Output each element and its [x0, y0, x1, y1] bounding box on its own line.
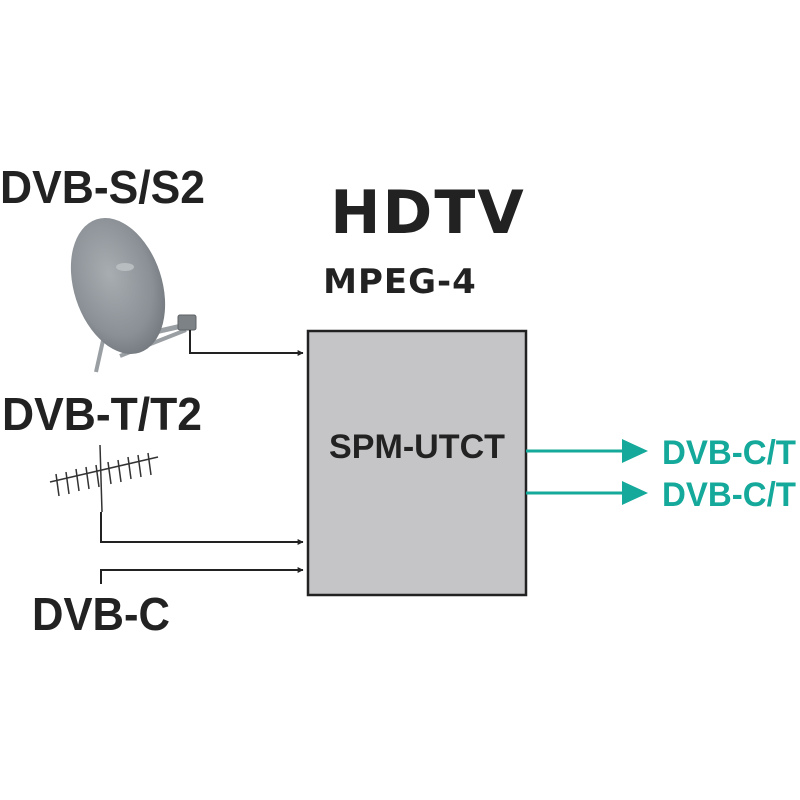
hdtv-title: HDTV [330, 178, 525, 248]
output-arrow-1 [526, 439, 648, 463]
cable-connector [100, 567, 304, 584]
yagi-antenna-icon [49, 444, 159, 513]
satellite-dish-icon [70, 218, 197, 373]
codec-label: MPEG-4 [323, 262, 477, 302]
cable-label: DVB-C [32, 588, 170, 640]
satellite-label: DVB-S/S2 [0, 161, 205, 213]
terrestrial-connector [100, 512, 304, 545]
spm-utct-module [306, 329, 528, 597]
output-label-1: DVB-C/T [662, 434, 796, 472]
output-label-2: DVB-C/T [662, 476, 796, 514]
terrestrial-label: DVB-T/T2 [2, 388, 202, 440]
module-label: SPM-UTCT [329, 428, 505, 466]
output-arrow-2 [526, 481, 648, 505]
satellite-connector [189, 330, 304, 356]
